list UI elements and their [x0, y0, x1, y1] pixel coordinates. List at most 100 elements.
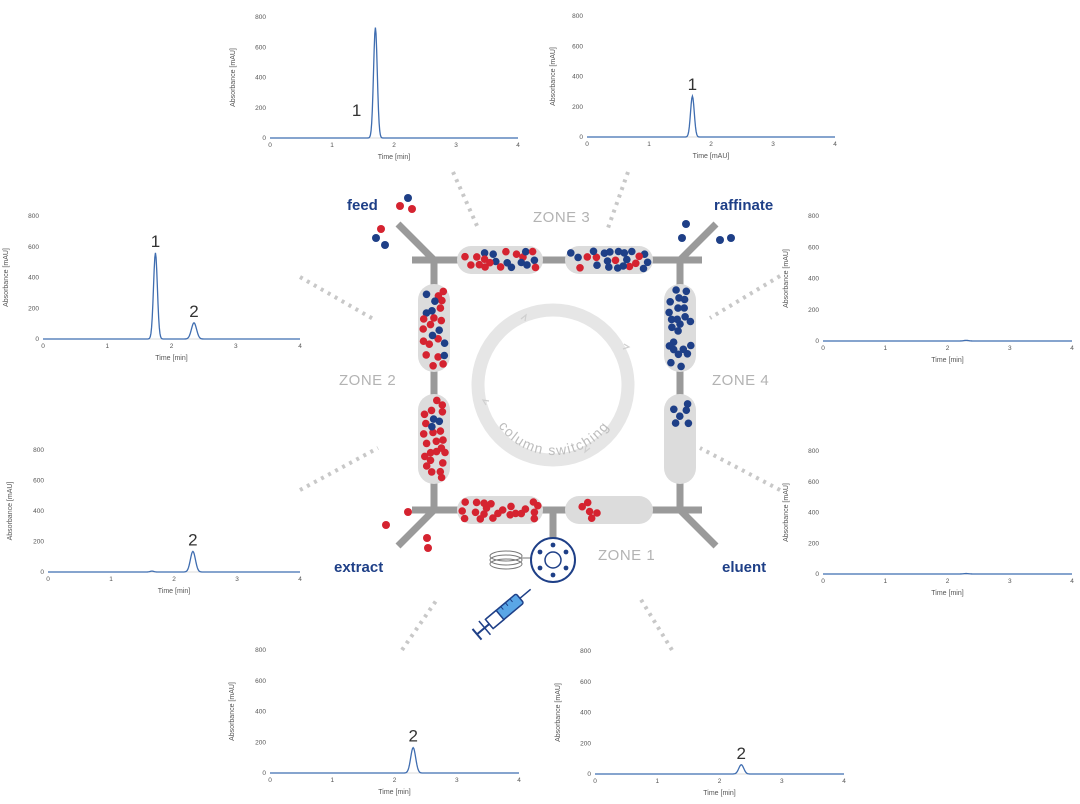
particle — [467, 261, 475, 269]
particle — [423, 534, 431, 542]
zone-2-label: ZONE 2 — [339, 372, 396, 389]
ring-arrow-icon — [584, 445, 591, 454]
particle — [496, 263, 505, 271]
x-tick-label: 0 — [46, 576, 50, 583]
particle — [585, 507, 594, 516]
y-tick-label: 200 — [255, 105, 266, 112]
particle — [426, 456, 435, 465]
particle — [435, 326, 444, 335]
particle — [583, 498, 592, 507]
connector-line — [451, 171, 480, 229]
x-axis-label: Time [mAU] — [693, 153, 730, 160]
particle — [567, 249, 575, 257]
feed-label: feed — [347, 197, 378, 214]
eluent-label: eluent — [722, 559, 766, 576]
peak-label: 1 — [151, 232, 160, 251]
particle — [422, 439, 431, 448]
x-tick-label: 0 — [821, 578, 825, 585]
particle — [422, 290, 431, 299]
x-tick-label: 1 — [883, 345, 887, 352]
x-tick-label: 1 — [647, 141, 651, 148]
x-tick-label: 3 — [454, 142, 458, 149]
particle — [494, 509, 502, 518]
particle — [614, 247, 623, 256]
y-axis-label: Absorbance [mAU] — [550, 47, 557, 106]
y-tick-label: 200 — [28, 305, 39, 312]
particle — [492, 257, 500, 266]
connector-line — [299, 275, 376, 322]
ring-arrow-icon — [481, 399, 490, 406]
particle — [530, 508, 539, 517]
x-tick-label: 3 — [234, 343, 238, 350]
particle — [576, 264, 584, 272]
particle — [605, 263, 613, 271]
particle — [381, 241, 389, 249]
particle — [480, 249, 489, 257]
particle — [674, 350, 683, 359]
particle — [424, 544, 432, 552]
particle — [521, 247, 530, 256]
x-tick-label: 2 — [393, 777, 397, 784]
particle — [528, 247, 537, 256]
particle — [611, 256, 620, 265]
x-tick-label: 4 — [1070, 345, 1074, 352]
particle — [669, 345, 678, 354]
particle — [667, 358, 675, 367]
particle — [437, 316, 446, 325]
particle — [574, 253, 582, 262]
y-axis-label: Absorbance [mAU] — [555, 683, 562, 742]
peak-label: 2 — [189, 302, 198, 321]
y-tick-label: 600 — [255, 44, 266, 51]
particle — [682, 287, 691, 296]
particle — [613, 264, 622, 272]
y-tick-label: 800 — [28, 213, 39, 220]
y-tick-label: 600 — [580, 679, 591, 686]
particle — [427, 468, 436, 476]
particle — [438, 401, 447, 409]
particle — [606, 248, 614, 256]
x-tick-label: 2 — [946, 345, 950, 352]
particle — [440, 339, 449, 348]
particle — [623, 255, 631, 264]
zone-1-label: ZONE 1 — [598, 547, 655, 564]
particle — [473, 253, 481, 261]
particle — [438, 408, 447, 416]
y-tick-label: 200 — [580, 740, 591, 747]
chromatogram-line — [595, 764, 844, 775]
columns — [418, 246, 696, 524]
sample-loop-icon — [489, 550, 532, 570]
particle — [475, 260, 484, 269]
particle — [471, 508, 480, 517]
particle — [472, 498, 481, 507]
ring-arrow-icon — [520, 313, 527, 322]
particle — [517, 258, 526, 267]
connector-line — [708, 274, 782, 320]
particle — [620, 249, 629, 257]
x-tick-label: 3 — [235, 576, 239, 583]
connector-line — [299, 446, 379, 492]
x-tick-label: 2 — [172, 576, 176, 583]
x-tick-label: 1 — [330, 777, 334, 784]
zone-4-label: ZONE 4 — [712, 372, 769, 389]
particle — [440, 351, 449, 360]
particle — [632, 259, 640, 268]
chromatogram-line — [587, 93, 835, 138]
pipes — [395, 221, 719, 549]
x-tick-label: 1 — [330, 142, 334, 149]
y-axis-label: Absorbance [mAU] — [783, 249, 790, 308]
particle — [534, 501, 542, 510]
x-tick-label: 3 — [771, 141, 775, 148]
particle — [675, 294, 683, 302]
peak-label: 2 — [408, 727, 417, 746]
particle — [628, 247, 636, 256]
x-tick-label: 1 — [105, 343, 109, 350]
peak-label: 1 — [352, 101, 361, 120]
particle — [674, 304, 682, 312]
particle — [372, 234, 380, 242]
y-tick-label: 800 — [33, 447, 44, 454]
particle — [421, 452, 429, 461]
x-tick-label: 2 — [709, 141, 713, 148]
particle — [419, 315, 428, 323]
particle — [676, 412, 684, 421]
